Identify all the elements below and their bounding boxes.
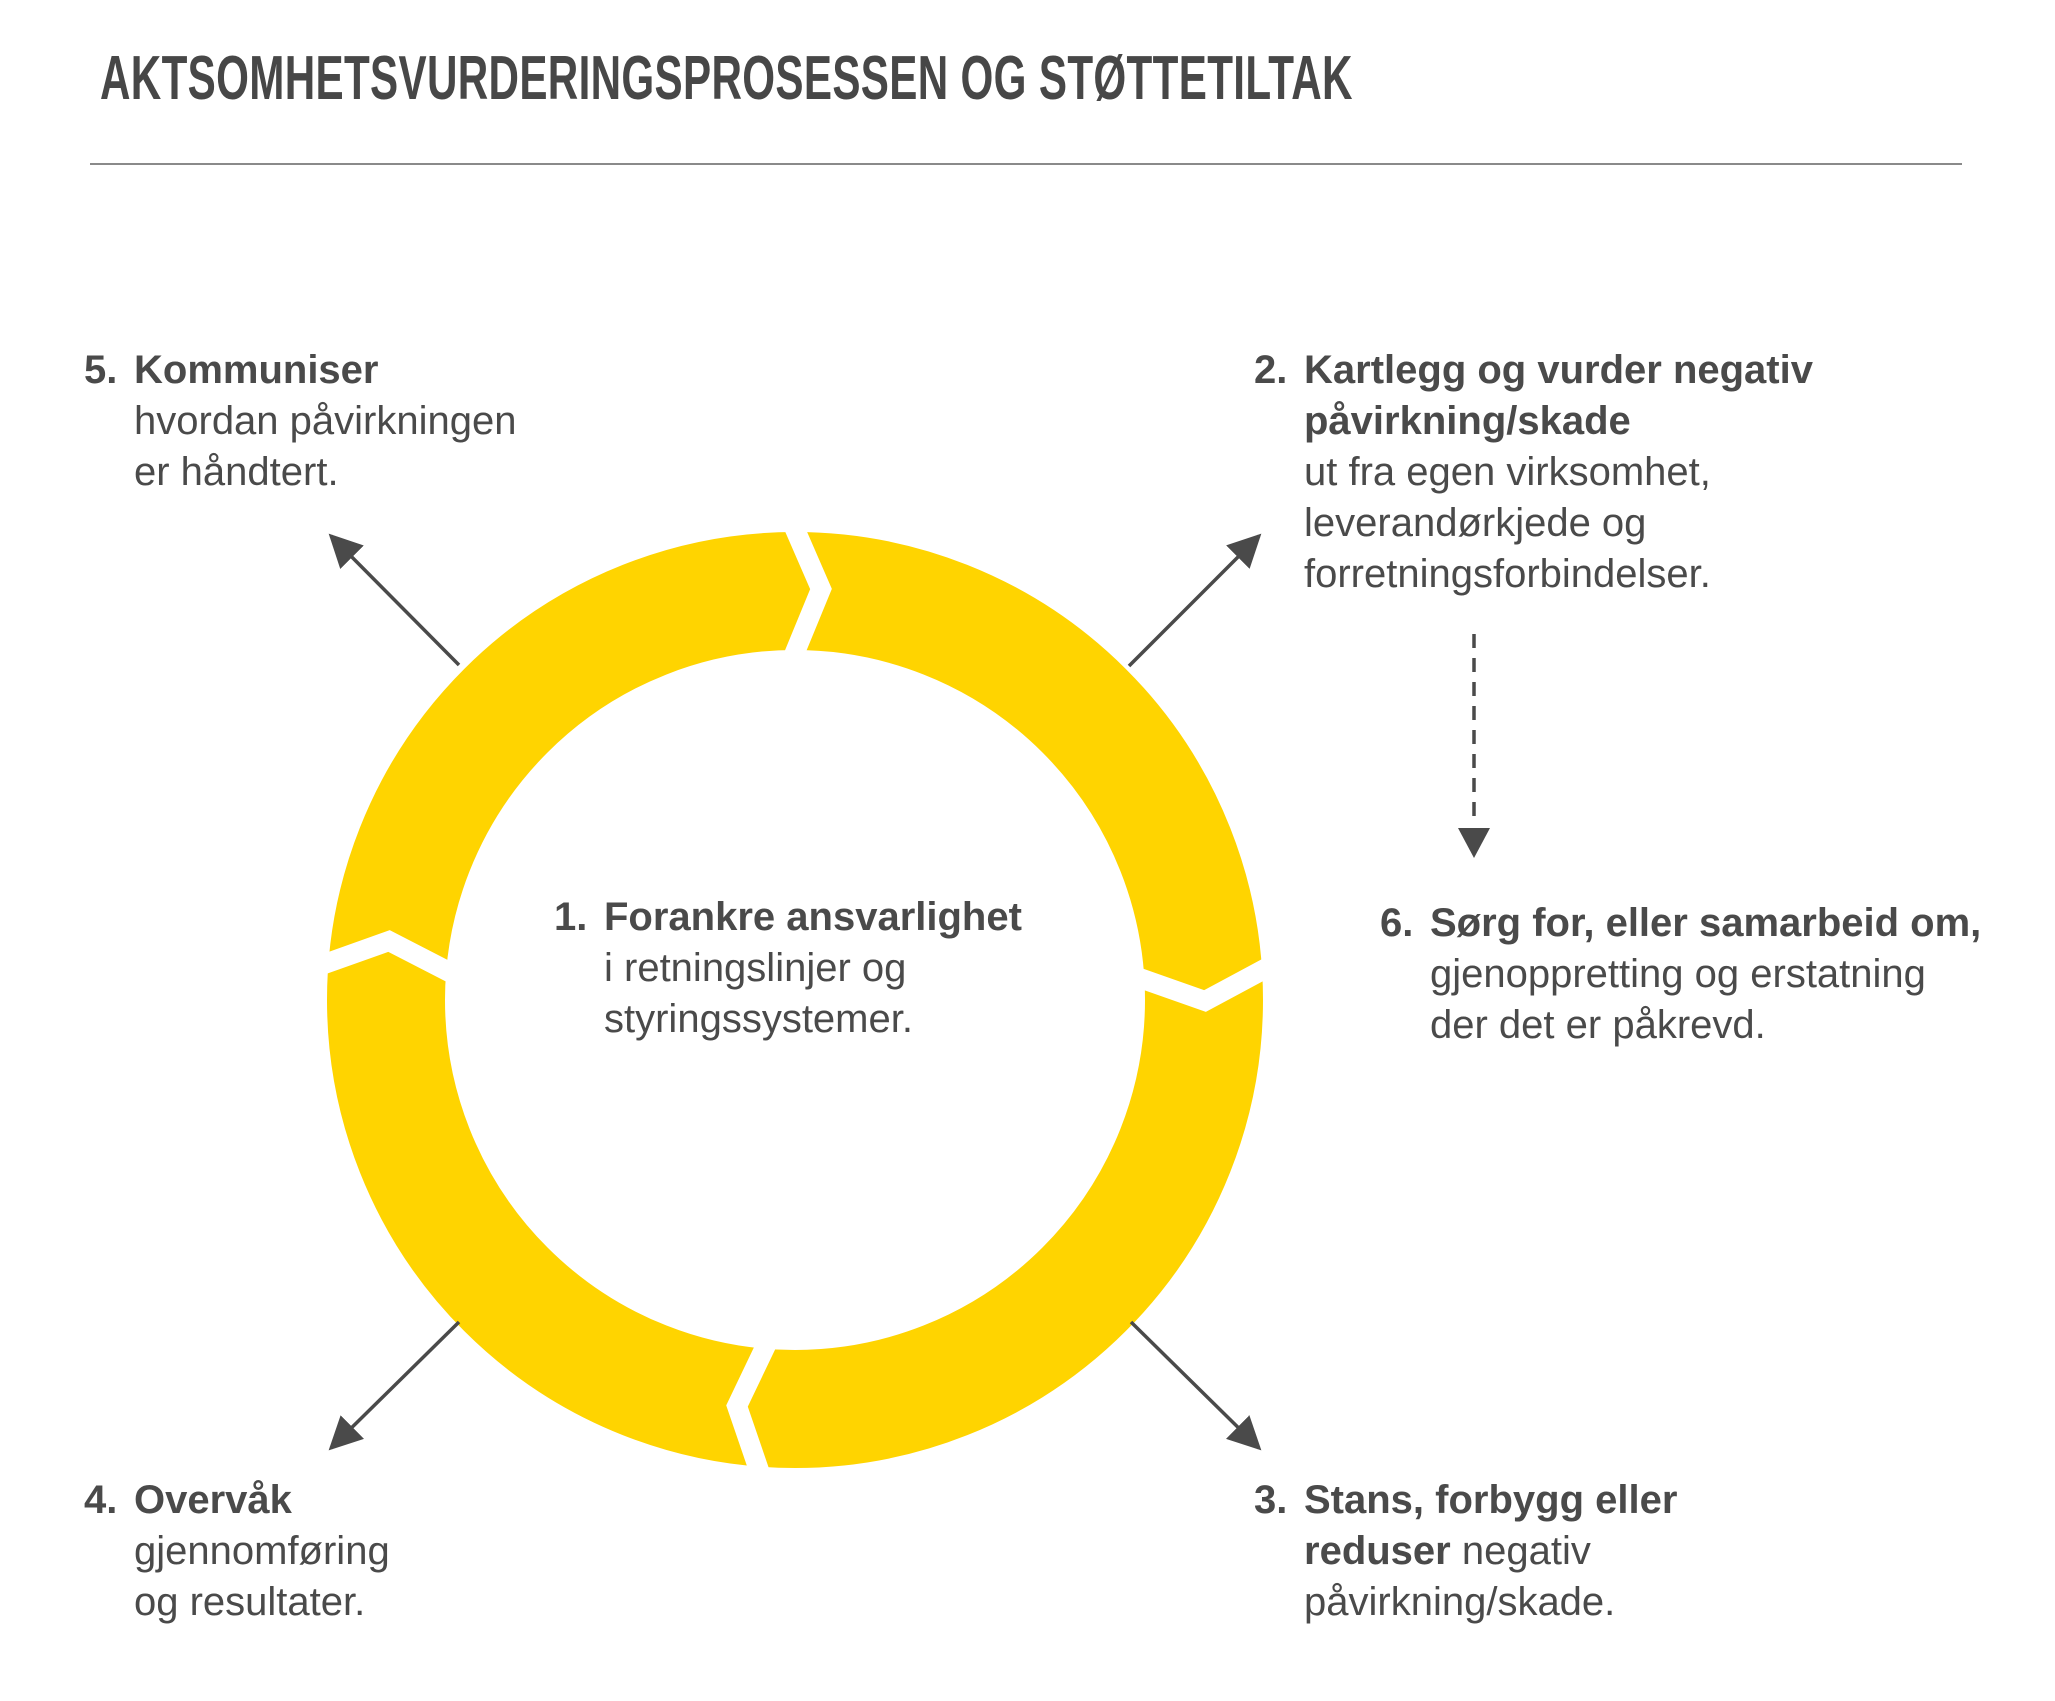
page-title: AKTSOMHETSVURDERINGSPROSESSEN OG STØTTET…: [100, 44, 1353, 113]
step-2-block: 2. Kartlegg og vurder negativ påvirkning/…: [1254, 345, 1813, 600]
arrow-to-step4-icon: [328, 1320, 461, 1451]
step-text-line: er håndtert.: [134, 450, 339, 494]
step-text-line: gjennomføring: [134, 1529, 390, 1573]
step-3-block: 3. Stans, forbygg eller reduser negativ på…: [1254, 1475, 1677, 1628]
dashed-arrowhead-icon: [1458, 828, 1490, 858]
step-5-number: 5.: [84, 348, 118, 392]
step-text-line: Overvåk: [134, 1478, 292, 1522]
step-text-line: i retningslinjer og: [604, 946, 907, 990]
step-4-number: 4.: [84, 1478, 118, 1522]
arrow-to-step5-icon: [328, 533, 461, 667]
step-5-block: 5. Kommuniser hvordan påvirkningen er hånd…: [84, 345, 516, 498]
step-2-text: Kartlegg og vurder negativ påvirkning/ska…: [1304, 345, 1813, 600]
step-6-number: 6.: [1380, 901, 1414, 945]
step-text-line: påvirkning/skade: [1304, 399, 1631, 443]
step-3-number: 3.: [1254, 1478, 1288, 1522]
step-text-line: der det er påkrevd.: [1430, 1003, 1766, 1047]
step-text-line: Kommuniser: [134, 348, 379, 392]
step-text-line: forretningsforbindelser.: [1304, 552, 1711, 596]
arrow-to-step2-icon: [1127, 533, 1262, 668]
step-text-line: leverandørkjede og: [1304, 501, 1647, 545]
step-4-text: Overvåk gjennomføring og resultater.: [134, 1475, 390, 1628]
step-1-text: Forankre ansvarlighet i retningslinjer og…: [604, 892, 1022, 1045]
step-1-number: 1.: [554, 895, 588, 939]
step-text-line: reduser negativ: [1304, 1529, 1591, 1573]
chevron-gap-bottom-icon: [726, 1332, 780, 1483]
step-text-line: styringssystemer.: [604, 997, 913, 1041]
step-text-line: påvirkning/skade.: [1304, 1580, 1616, 1624]
chevron-gap-left-icon: [312, 930, 462, 985]
step-text-line: Stans, forbygg eller: [1304, 1478, 1678, 1522]
step-text-line: og resultater.: [134, 1580, 366, 1624]
chevron-gap-top-icon: [781, 516, 832, 666]
step-text-line: Kartlegg og vurder negativ: [1304, 348, 1813, 392]
step-3-text: Stans, forbygg eller reduser negativ påvir…: [1304, 1475, 1677, 1628]
step-2-number: 2.: [1254, 348, 1288, 392]
step-6-text: Sørg for, eller samarbeid om, gjenopprett…: [1430, 898, 1981, 1051]
step-6-block: 6. Sørg for, eller samarbeid om, gjenoppr…: [1380, 898, 1981, 1051]
step-text-line: Forankre ansvarlighet: [604, 895, 1022, 939]
step-text-line: Sørg for, eller samarbeid om,: [1430, 901, 1982, 945]
step-4-block: 4. Overvåk gjennomføring og resultater.: [84, 1475, 390, 1628]
step-5-text: Kommuniser hvordan påvirkningen er håndter…: [134, 345, 516, 498]
step-text-line: ut fra egen virksomhet,: [1304, 450, 1711, 494]
title-divider: [90, 163, 1962, 165]
step-1-block: 1. Forankre ansvarlighet i retningslinjer…: [554, 892, 1022, 1045]
arrow-to-step3-icon: [1129, 1320, 1262, 1451]
step-text-line: hvordan påvirkningen: [134, 399, 517, 443]
step-text-line: gjenoppretting og erstatning: [1430, 952, 1926, 996]
chevron-gap-right-icon: [1130, 956, 1277, 1012]
